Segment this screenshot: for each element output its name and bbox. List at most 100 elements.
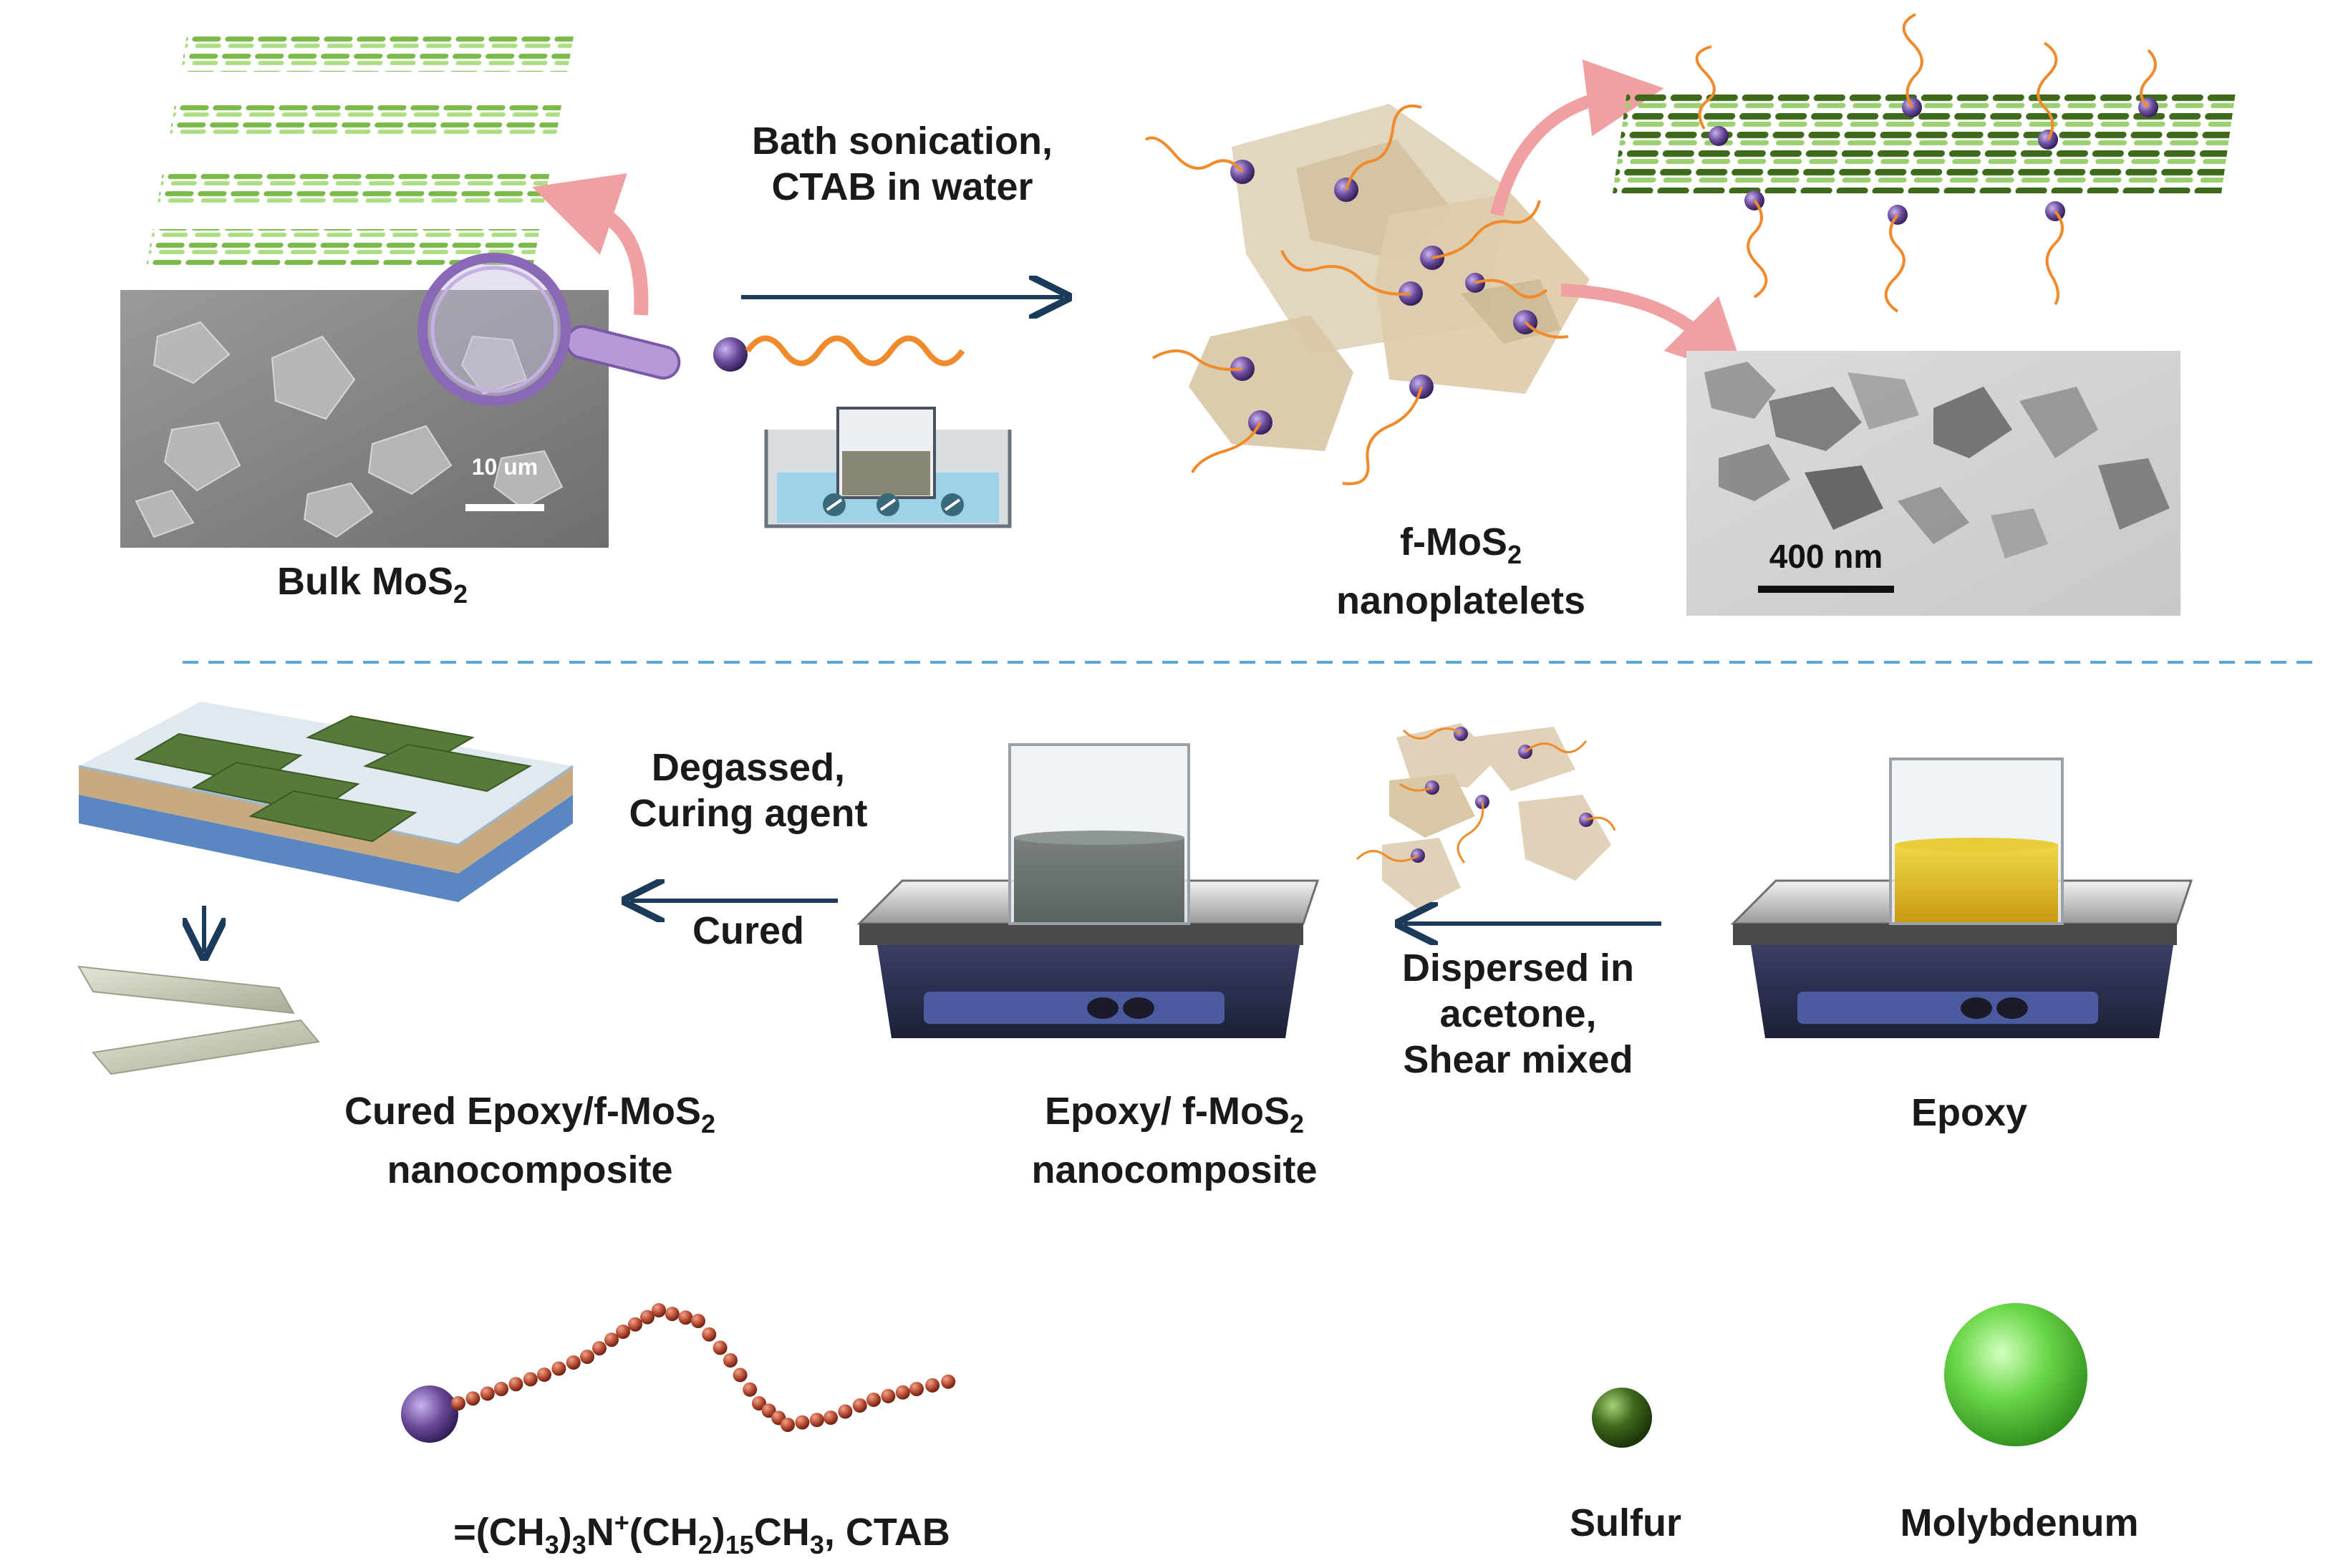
ctab-bead	[691, 1314, 705, 1328]
sem-image-bulk-mos2	[120, 290, 609, 548]
dispersion-line-2: acetone,	[1439, 992, 1597, 1035]
legend-ctab-chain	[401, 1303, 956, 1443]
ctab-bead	[895, 1385, 910, 1400]
ctab-f7: , CTAB	[824, 1511, 950, 1554]
ctab-bead	[702, 1327, 717, 1342]
ctab-f3: N	[586, 1511, 614, 1554]
cured-nanocomposite-label: Cured Epoxy/f-MoS2 nanocomposite	[279, 1088, 781, 1193]
dispersion-line-1: Dispersed in	[1401, 947, 1635, 989]
bulk-mos2-text: Bulk MoS	[276, 560, 453, 603]
cured-composite-mold	[78, 702, 574, 902]
small-fmos2-cluster	[1356, 723, 1616, 909]
fmos2-platelet-cluster	[1144, 104, 1590, 485]
ctab-bead	[465, 1391, 480, 1406]
ctab-bead	[551, 1361, 566, 1376]
ctab-bead	[941, 1374, 956, 1389]
ctab-s3: 2	[697, 1529, 713, 1559]
mix-line-2: nanocomposite	[1031, 1148, 1318, 1191]
cured-text: Cured Epoxy/f-MoS	[344, 1090, 701, 1133]
sonication-line-2: CTAB in water	[771, 165, 1033, 208]
fmos2-text: f-MoS	[1400, 521, 1507, 563]
fmos2-line-2: nanoplatelets	[1336, 579, 1586, 622]
sonication-bath-icon	[764, 407, 1012, 528]
ctab-bead	[592, 1341, 607, 1356]
ctab-bead	[852, 1398, 867, 1413]
fmos2-nanoplatelets-label: f-MoS2 nanoplatelets	[1260, 519, 1661, 624]
ctab-bead	[480, 1386, 495, 1401]
legend-sulfur-sphere	[1592, 1388, 1652, 1448]
ctab-bead	[566, 1355, 581, 1370]
ctab-formula-label: =(CH3)3N+(CH2)15CH3, CTAB	[344, 1500, 1060, 1568]
ctab-bead	[508, 1377, 523, 1392]
ctab-bead	[616, 1325, 630, 1339]
sonication-label: Bath sonication, CTAB in water	[687, 118, 1117, 210]
ctab-bead	[795, 1415, 810, 1430]
ctab-bead	[713, 1340, 728, 1355]
ctab-bead	[838, 1404, 853, 1419]
ctab-bead	[652, 1303, 666, 1317]
sonication-line-1: Bath sonication,	[751, 120, 1053, 163]
fmos2-subscript: 2	[1507, 539, 1522, 569]
tem-image-fmos2	[1686, 351, 2180, 616]
ctab-bead	[494, 1382, 508, 1396]
pink-arrow-to-tem	[1560, 284, 1747, 379]
mix-line-1: Epoxy/ f-MoS2	[952, 1088, 1396, 1147]
tem-scale-bar	[1758, 586, 1894, 593]
ctab-bead	[761, 1403, 776, 1418]
ctab-bead	[824, 1410, 838, 1425]
ctab-bead	[866, 1393, 881, 1407]
cured-line-2: nanocomposite	[387, 1148, 673, 1191]
magnifier-icon	[417, 253, 681, 406]
ctab-bead	[523, 1372, 538, 1387]
ctab-bead	[752, 1396, 766, 1410]
bulk-mos2-subscript: 2	[453, 579, 468, 609]
ctab-bead	[809, 1413, 824, 1428]
sulfur-label: Sulfur	[1570, 1501, 1681, 1544]
ctab-bead	[743, 1382, 758, 1397]
ctab-f4: (CH	[629, 1511, 698, 1554]
ctab-bead	[537, 1368, 551, 1382]
pink-arrow-to-layers	[532, 173, 649, 316]
ctab-bead	[678, 1310, 693, 1325]
ctab-f5: )	[712, 1511, 725, 1554]
cured-line-1: Cured Epoxy/f-MoS2	[279, 1088, 781, 1147]
sem-scale-label: 10 um	[471, 454, 538, 480]
dispersion-line-3: Shear mixed	[1403, 1038, 1633, 1081]
cured-sample-bars	[77, 965, 320, 1075]
bulk-mos2-label: Bulk MoS2	[215, 558, 530, 617]
epoxy-label: Epoxy	[1911, 1091, 2028, 1134]
hotplate-epoxy	[1730, 758, 2193, 1038]
functionalized-mos2-layers	[1613, 13, 2236, 313]
ctab-s2: 3	[571, 1529, 586, 1559]
ctab-bead	[604, 1332, 619, 1347]
ctab-bead	[640, 1310, 655, 1325]
ctab-bead	[909, 1382, 924, 1396]
ctab-bead	[881, 1388, 896, 1403]
ctab-bead	[665, 1307, 680, 1322]
cured-subscript: 2	[701, 1108, 716, 1138]
molybdenum-label: Molybdenum	[1900, 1501, 2139, 1544]
ctab-bead	[723, 1353, 738, 1368]
ctab-bead	[925, 1378, 940, 1393]
ctab-molecule-icon	[713, 335, 965, 372]
fmos2-line-1: f-MoS2	[1260, 519, 1661, 578]
dispersion-step-label: Dispersed in acetone, Shear mixed	[1346, 945, 1690, 1083]
epoxy-fmos2-nanocomposite-label: Epoxy/ f-MoS2 nanocomposite	[952, 1088, 1396, 1193]
ctab-s5: 3	[809, 1529, 824, 1559]
ctab-f1: =(CH	[453, 1511, 545, 1554]
mix-text: Epoxy/ f-MoS	[1044, 1090, 1290, 1133]
ctab-f2: )	[559, 1511, 572, 1554]
ctab-s1: 3	[544, 1529, 559, 1559]
mix-subscript: 2	[1289, 1108, 1305, 1138]
tem-scale-label: 400 nm	[1769, 538, 1883, 575]
ctab-f6: CH	[753, 1511, 810, 1554]
legend-molybdenum-sphere	[1944, 1303, 2087, 1446]
ctab-sup: +	[614, 1508, 629, 1537]
curing-line-1: Degassed,	[651, 746, 846, 789]
curing-step-label: Degassed, Curing agent	[594, 745, 902, 836]
cured-step-label: Cured	[692, 909, 804, 952]
mos2-layer-stack	[146, 36, 574, 265]
ctab-bead	[733, 1368, 748, 1383]
curing-line-2: Curing agent	[629, 792, 868, 835]
